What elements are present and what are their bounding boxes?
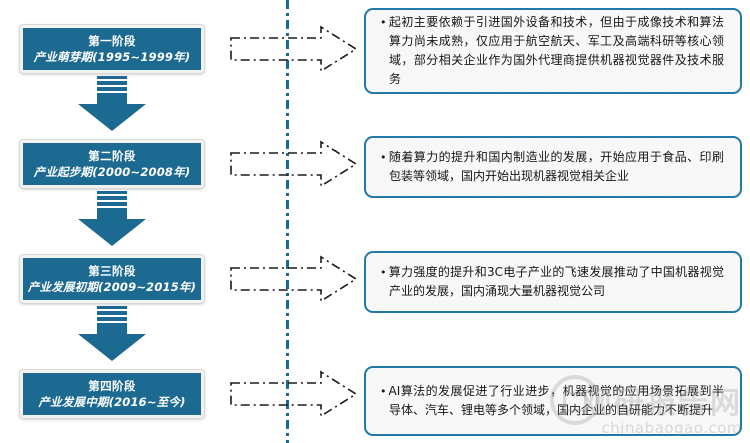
vertical-dashdot-spine	[286, 0, 289, 443]
stage-phase-label: 第三阶段	[88, 263, 136, 278]
down-arrow-1	[77, 76, 147, 132]
down-arrow-3	[77, 306, 147, 362]
stage-phase-label: 第一阶段	[88, 33, 136, 48]
stage-period-label: 产业发展初期(2009~2015年)	[27, 279, 197, 294]
connector-arrow-2	[229, 139, 359, 189]
stage-box-3[interactable]: 第三阶段 产业发展初期(2009~2015年)	[19, 254, 205, 304]
description-text: 算力强度的提升和3C电子产业的飞速发展推动了中国机器视觉产业的发展，国内涌现大量…	[380, 263, 725, 301]
description-box-1: 起初主要依赖于引进国外设备和技术，但由于成像技术和算法算力尚未成熟，仅应用于航空…	[364, 8, 742, 94]
stage-box-4[interactable]: 第四阶段 产业发展中期(2016~至今)	[19, 369, 205, 419]
stage-period-label: 产业发展中期(2016~至今)	[38, 394, 186, 409]
description-box-4: AI算法的发展促进了行业进步，机器视觉的应用场景拓展到半导体、汽车、锂电等多个领…	[364, 366, 742, 436]
description-box-3: 算力强度的提升和3C电子产业的飞速发展推动了中国机器视觉产业的发展，国内涌现大量…	[364, 251, 742, 313]
stage-period-label: 产业起步期(2000~2008年)	[33, 164, 191, 179]
description-text: 随着算力的提升和国内制造业的发展，开始应用于食品、印刷包装等领域，国内开始出现机…	[380, 148, 725, 186]
connector-arrow-4	[229, 369, 359, 419]
stage-box-1[interactable]: 第一阶段 产业萌芽期(1995~1999年)	[19, 24, 205, 74]
description-text: 起初主要依赖于引进国外设备和技术，但由于成像技术和算法算力尚未成熟，仅应用于航空…	[380, 13, 725, 89]
down-arrow-2	[77, 191, 147, 247]
stage-phase-label: 第二阶段	[88, 148, 136, 163]
stage-period-label: 产业萌芽期(1995~1999年)	[33, 49, 191, 64]
stage-phase-label: 第四阶段	[88, 378, 136, 393]
connector-arrow-3	[229, 254, 359, 304]
stage-box-2[interactable]: 第二阶段 产业起步期(2000~2008年)	[19, 139, 205, 189]
connector-arrow-1	[229, 24, 359, 74]
description-text: AI算法的发展促进了行业进步，机器视觉的应用场景拓展到半导体、汽车、锂电等多个领…	[380, 382, 725, 420]
description-box-2: 随着算力的提升和国内制造业的发展，开始应用于食品、印刷包装等领域，国内开始出现机…	[364, 136, 742, 198]
